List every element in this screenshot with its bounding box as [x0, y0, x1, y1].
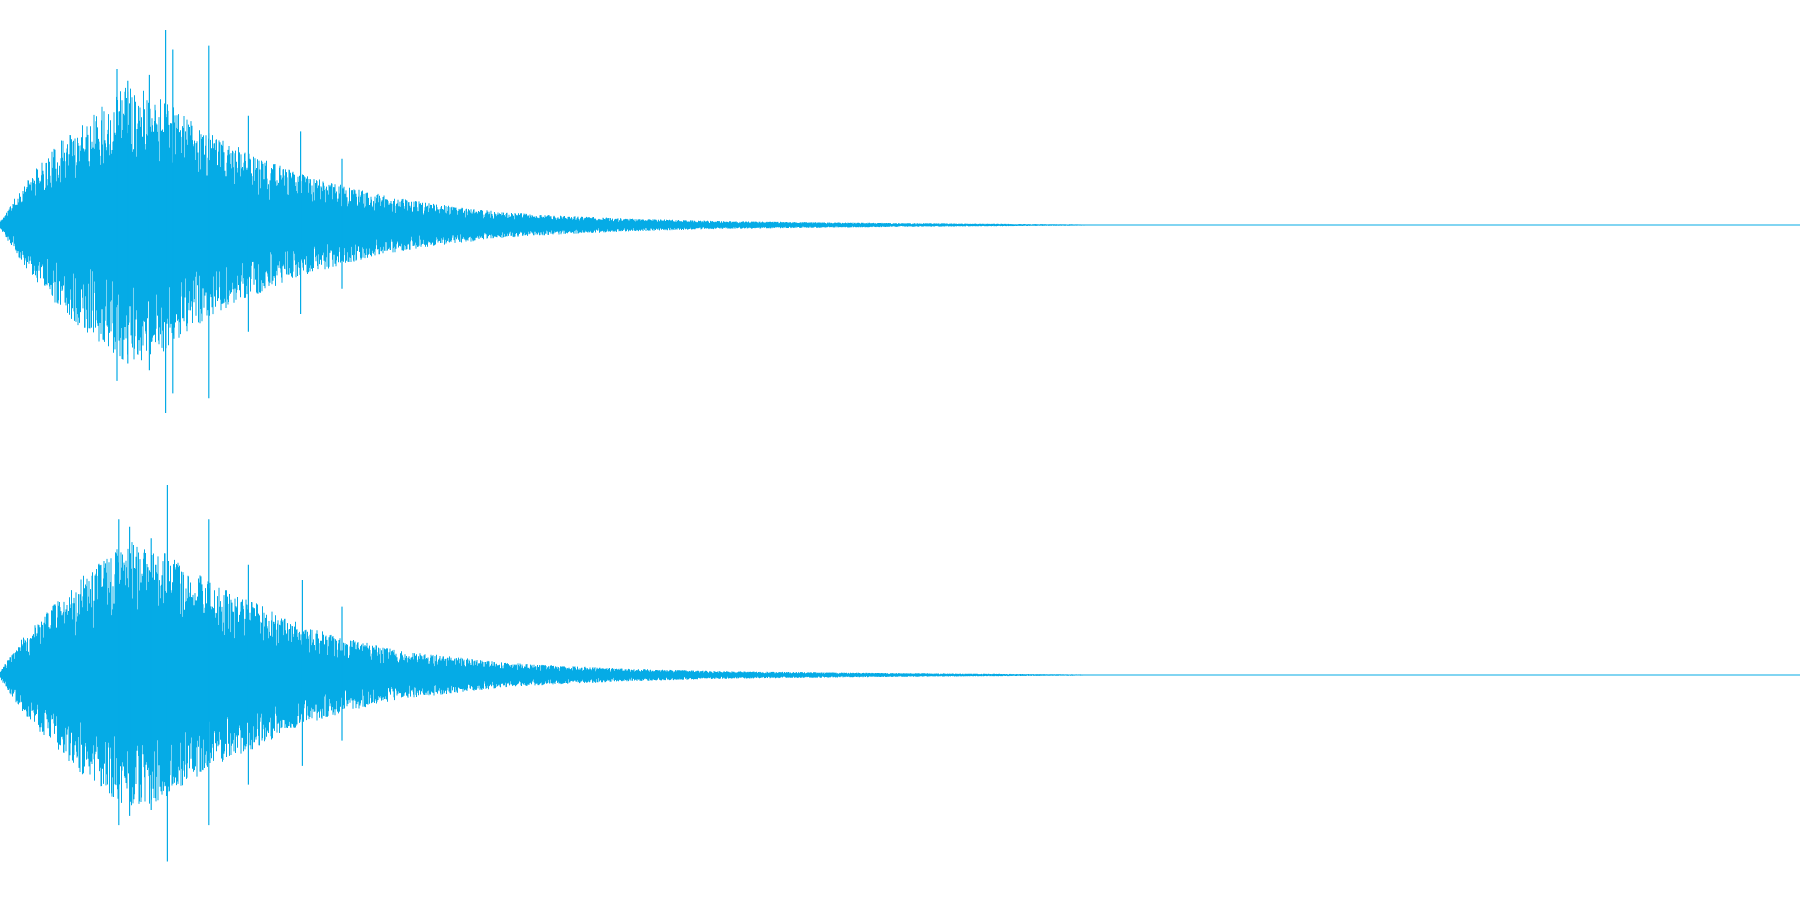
channel-1-svg	[0, 30, 1800, 414]
channel-1-waveform[interactable]	[0, 0, 1800, 450]
channel-2-waveform-body	[0, 542, 1107, 806]
channel-2-waveform[interactable]	[0, 450, 1800, 900]
channel-2-svg	[0, 485, 1800, 862]
channel-1-waveform-body	[0, 87, 1107, 361]
